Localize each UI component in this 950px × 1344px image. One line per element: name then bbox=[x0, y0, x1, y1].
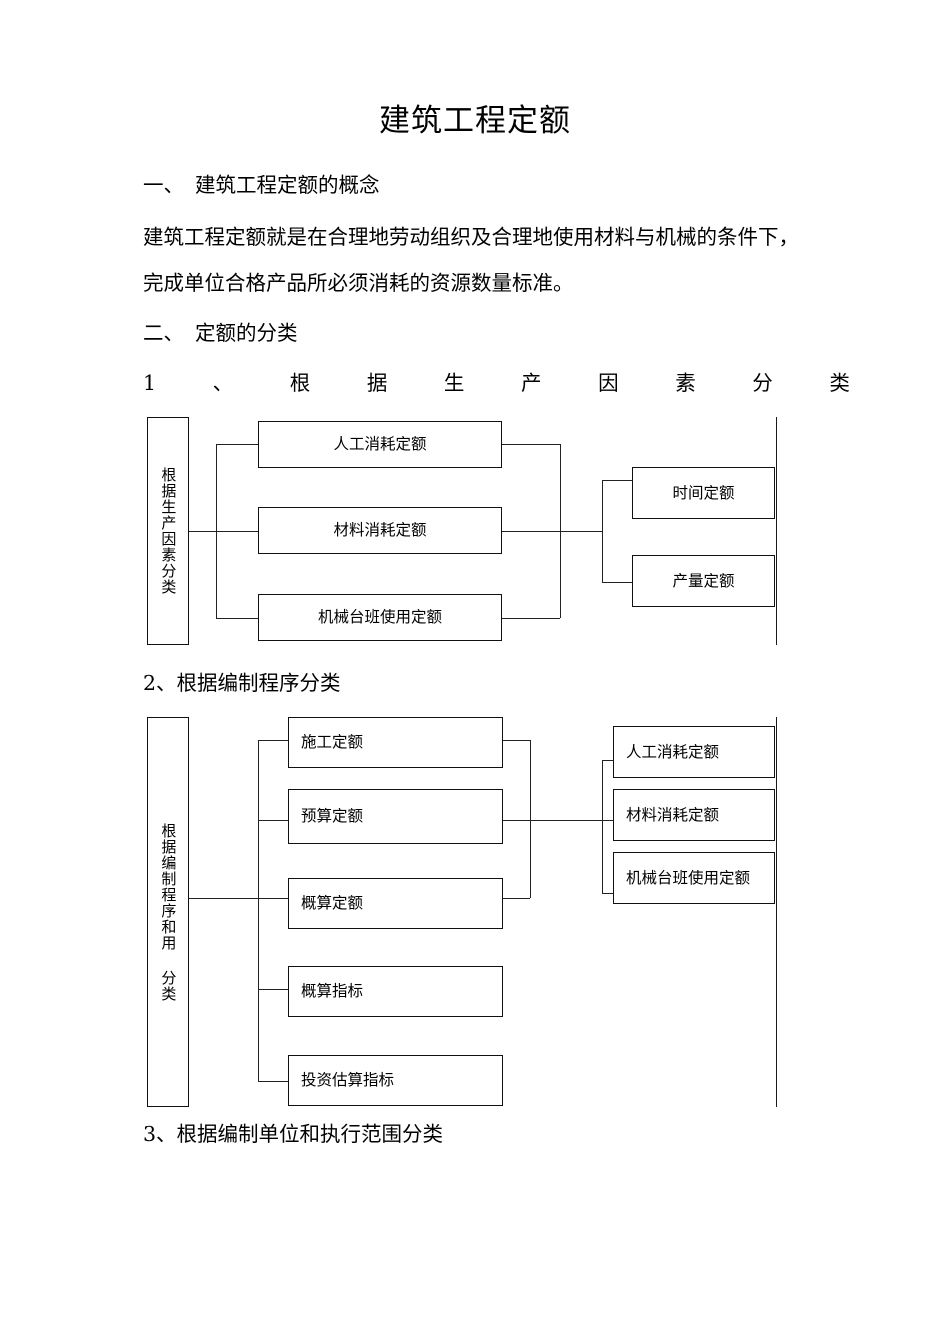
diagram2-collect-bracket bbox=[530, 740, 531, 898]
section-heading-1: 一、建筑工程定额的概念 bbox=[143, 170, 380, 200]
diagram2-right-edge-rule bbox=[776, 717, 777, 1107]
diagram2-node-estimate-quota: 概算定额 bbox=[288, 878, 503, 929]
subheading-1-char-0: 1 bbox=[143, 371, 157, 395]
diagram1-arm-2 bbox=[216, 531, 259, 532]
diagram2-right-arm-3 bbox=[602, 893, 614, 894]
page-title: 建筑工程定额 bbox=[379, 103, 571, 139]
subheading-1-char-9: 类 bbox=[829, 371, 850, 395]
diagram1-root-stem bbox=[189, 531, 216, 532]
diagram2-node-investment-index: 投资估算指标 bbox=[288, 1055, 503, 1106]
diagram2-left-bracket bbox=[258, 740, 259, 1081]
paragraph-line-2: 完成单位合格产品所必须消耗的资源数量标准。 bbox=[143, 271, 574, 295]
diagram2-root-node: 根据编制程序和用 分类 bbox=[147, 717, 189, 1107]
diagram2-arm-4 bbox=[258, 989, 288, 990]
diagram1-right-arm-2 bbox=[602, 582, 632, 583]
diagram2-right-bracket bbox=[602, 760, 603, 893]
diagram1-arm-1 bbox=[216, 444, 259, 445]
diagram1-right-bracket bbox=[602, 480, 603, 582]
subheading-1-char-4: 生 bbox=[443, 371, 465, 395]
diagram2-out-arm-2 bbox=[503, 820, 530, 821]
diagram1-collect-stem bbox=[560, 531, 602, 532]
section-title-1: 建筑工程定额的概念 bbox=[195, 173, 380, 197]
subheading-1-char-2: 根 bbox=[289, 371, 311, 395]
subheading-2: 2、根据编制程序分类 bbox=[143, 671, 341, 695]
section-title-2: 定额的分类 bbox=[195, 321, 298, 345]
subheading-1-char-7: 素 bbox=[675, 371, 696, 395]
diagram1-node-time-quota: 时间定额 bbox=[632, 467, 775, 519]
diagram1-arm-3 bbox=[216, 618, 259, 619]
diagram1-node-labor: 人工消耗定额 bbox=[258, 421, 502, 468]
diagram1-out-arm-1 bbox=[502, 444, 560, 445]
diagram2-arm-5 bbox=[258, 1081, 288, 1082]
diagram2-right-arm-2 bbox=[602, 820, 614, 821]
diagram1-node-material: 材料消耗定额 bbox=[258, 507, 502, 554]
section-number-2: 二、 bbox=[143, 321, 184, 345]
diagram2-right-arm-1 bbox=[602, 760, 614, 761]
subheading-3: 3、根据编制单位和执行范围分类 bbox=[143, 1122, 444, 1146]
diagram2-out-arm-1 bbox=[503, 740, 530, 741]
diagram1-node-output-quota: 产量定额 bbox=[632, 555, 775, 607]
diagram2-node-machine: 机械台班使用定额 bbox=[613, 852, 775, 904]
diagram2-node-estimate-index: 概算指标 bbox=[288, 966, 503, 1017]
diagram1-out-arm-2 bbox=[502, 531, 560, 532]
diagram1-right-edge-rule bbox=[776, 417, 777, 645]
diagram2-arm-2 bbox=[258, 820, 288, 821]
diagram2-arm-3 bbox=[258, 898, 288, 899]
diagram2-arm-1 bbox=[258, 740, 288, 741]
subheading-1-char-1: 、 bbox=[212, 371, 234, 395]
section-heading-2: 二、定额的分类 bbox=[143, 318, 298, 348]
diagram2-node-budget: 预算定额 bbox=[288, 789, 503, 844]
diagram2-node-construction: 施工定额 bbox=[288, 717, 503, 768]
diagram2-out-arm-3 bbox=[503, 898, 530, 899]
subheading-1-char-8: 分 bbox=[752, 371, 773, 395]
paragraph-line-1: 建筑工程定额就是在合理地劳动组织及合理地使用材料与机械的条件下， bbox=[143, 225, 799, 249]
subheading-1-char-5: 产 bbox=[521, 371, 542, 395]
diagram2-node-labor: 人工消耗定额 bbox=[613, 726, 775, 778]
subheading-1-char-6: 因 bbox=[598, 371, 619, 395]
diagram2-node-material: 材料消耗定额 bbox=[613, 789, 775, 841]
diagram1-right-arm-1 bbox=[602, 480, 632, 481]
subheading-1-justified: 1 、 根 据 生 产 因 素 分 类 bbox=[143, 368, 850, 398]
section-number-1: 一、 bbox=[143, 173, 184, 197]
diagram1-out-arm-3 bbox=[502, 618, 560, 619]
diagram2-collect-stem bbox=[530, 820, 602, 821]
diagram1-root-node: 根据生产因素分类 bbox=[147, 417, 189, 645]
diagram1-node-machine: 机械台班使用定额 bbox=[258, 594, 502, 641]
subheading-1-char-3: 据 bbox=[366, 371, 388, 395]
diagram2-root-stem bbox=[189, 898, 258, 899]
